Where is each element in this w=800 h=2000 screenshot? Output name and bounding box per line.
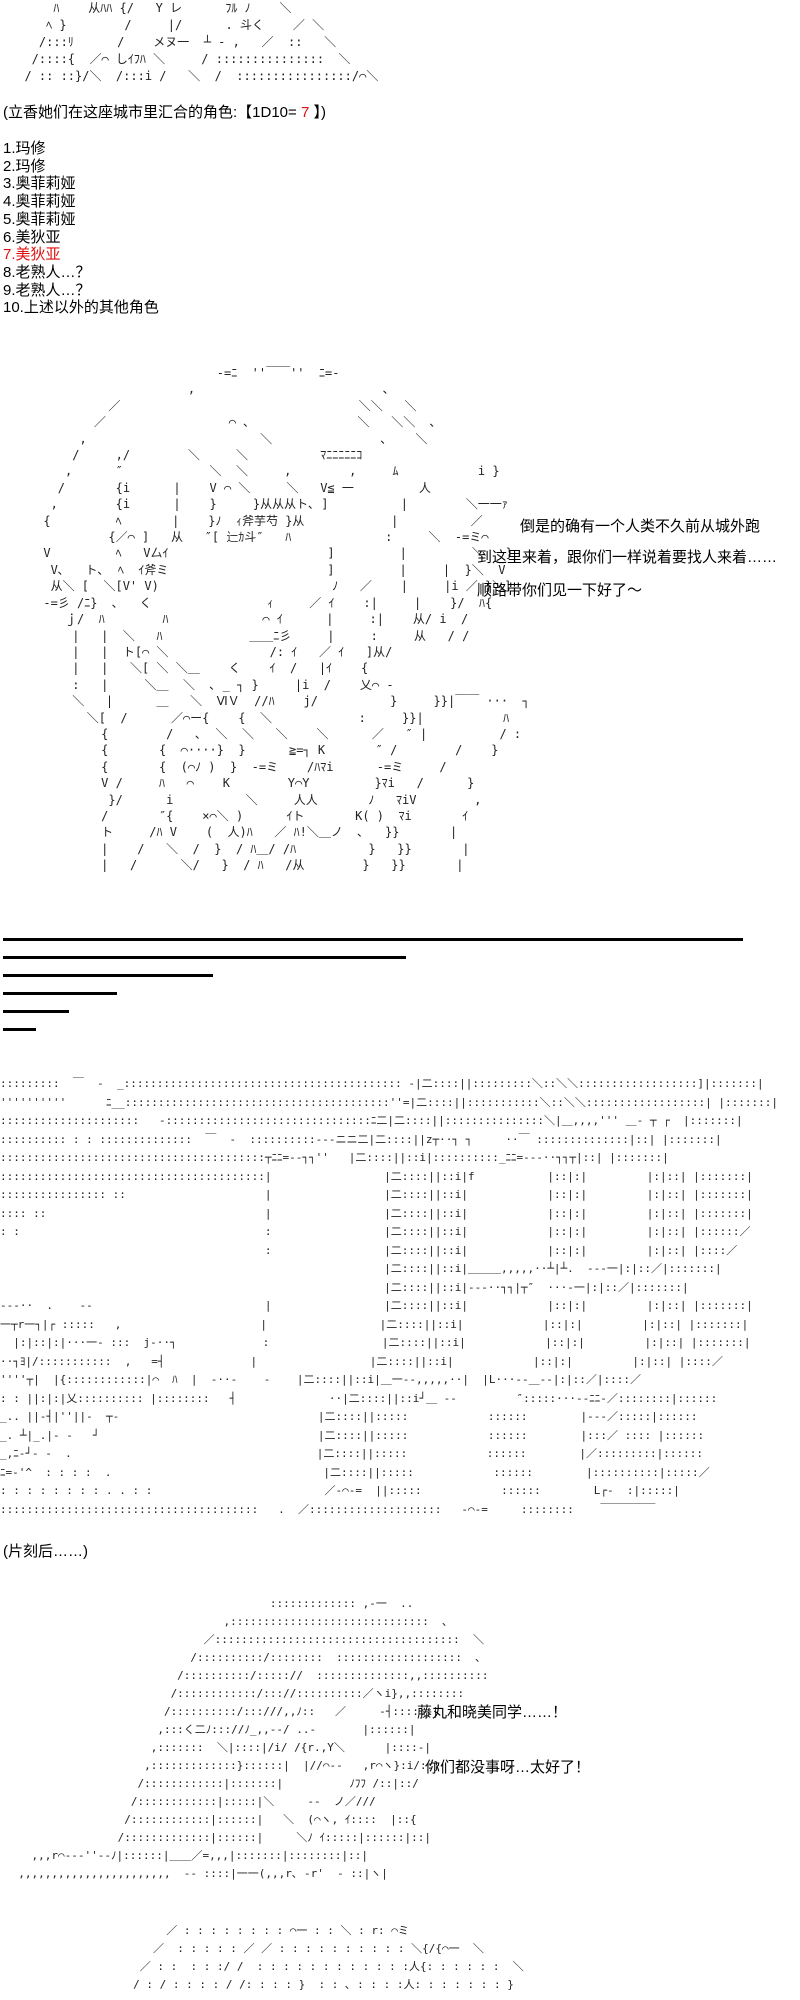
option-item: 3.奥菲莉娅 (3, 175, 76, 193)
option-item: 2.玛修 (3, 157, 46, 175)
dice-roll-result: 7 (300, 104, 310, 121)
option-item: 4.奥菲莉娅 (3, 193, 76, 211)
ascii-art-bottom-figure: ／ : : : : : : : : ⌒一 : : ＼ : r: ⌒ミ ／ : :… (133, 1924, 524, 1991)
dice-roll-prefix: (立香她们在这座城市里汇合的角色:【1D10= (3, 104, 301, 121)
option-item: 10.上述以外的其他角色 (3, 299, 159, 317)
option-item: 8.老熟人…？ (3, 263, 91, 281)
narration-text: (片刻后……) (3, 1543, 88, 1560)
option-item: 5.奥菲莉娅 (3, 210, 76, 228)
option-item: 6.美狄亚 (3, 228, 61, 246)
ascii-art-top-scene: ﾊ 从ﾊﾊ {/ Y レ ﾌﾙ ﾉ ＼ ﾍ } / |/ . 斗く ／ ＼ /:… (24, 1, 379, 83)
option-item: 1.玛修 (3, 140, 46, 157)
ascii-art-building-scene: ::::::::: ￣ - _:::::::::::::::::::::::::… (0, 1077, 778, 1516)
divider-rule (3, 974, 213, 977)
dialogue-line: 顺路带你们见一下好了～ (477, 582, 643, 599)
option-item-selected: 7.美狄亚 (3, 246, 61, 264)
divider-rule (3, 956, 406, 959)
dialogue-line: 到这里来着，跟你们一样说着要找人来着…… (477, 549, 778, 566)
dice-roll-header: (立香她们在这座城市里汇合的角色:【1D10= 7 】) (3, 104, 326, 122)
divider-rule (3, 1010, 69, 1013)
divider-rule (3, 992, 117, 995)
dialogue-line: 你们都没事呀…太好了！ (425, 1759, 591, 1776)
divider-rule (3, 1028, 36, 1031)
dialogue-line: 倒是的确有一个人类不久前从城外跑 (520, 518, 761, 535)
divider-rule (3, 938, 743, 941)
option-item: 9.老熟人…？ (3, 281, 91, 299)
ascii-art-character: -=ﾆ ''￣￣'' ﾆ=- , ､ ／ ＼＼ ＼ ／ ⌒ ､ ＼ ＼＼ ､ , (43, 366, 530, 873)
ascii-art-girl: ::::::::::::: ,‐一 .. ,::::::::::::::::::… (18, 1597, 489, 1880)
dice-roll-suffix: 】) (309, 104, 326, 121)
option-list: 1.玛修 2.玛修 3.奥菲莉娅 4.奥菲莉娅 5.奥菲莉娅 6.美狄亚 7.美… (3, 140, 159, 317)
dialogue-line: 藤丸和晓美同学……！ (417, 1704, 568, 1721)
